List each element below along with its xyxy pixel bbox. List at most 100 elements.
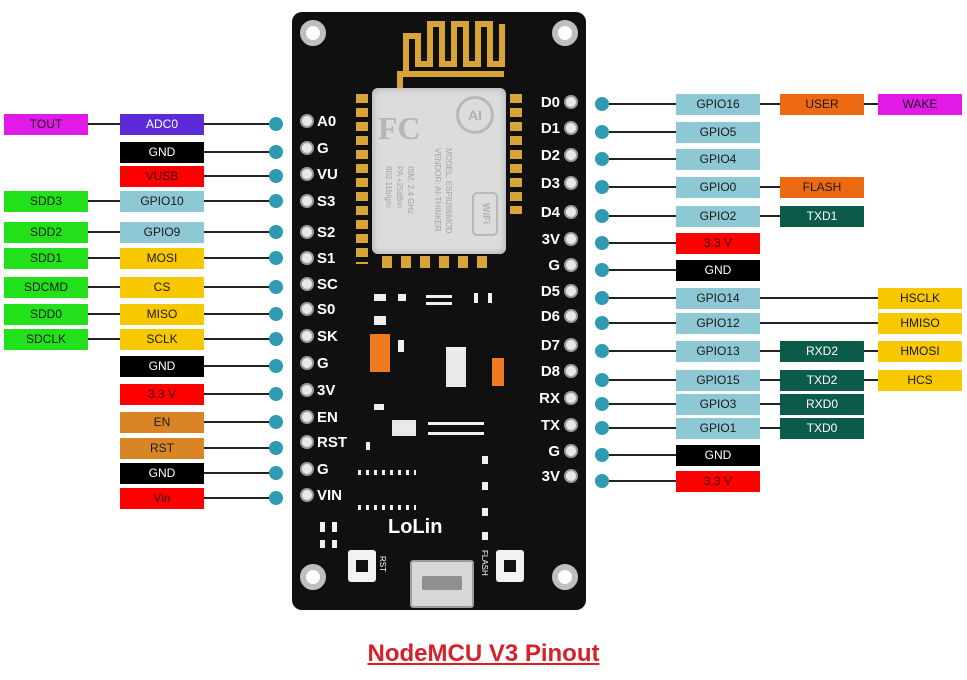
left-inner-label: GND [120,463,204,484]
pin-lead-line [609,379,676,381]
board-pin-right: 3V [542,229,578,251]
right-gpio-label: GPIO12 [676,313,760,334]
pin-pad [564,175,578,190]
board-pin-right: D1 [541,118,578,140]
pin-pad [300,301,314,316]
mounting-hole [552,564,578,590]
right-mid-label: TXD0 [780,418,864,439]
pin-lead-line [609,322,676,324]
label-connector-line [88,123,120,125]
left-outer-label: SDD3 [4,191,88,212]
module-pads-right [510,94,522,214]
pin-connector-dot [269,145,283,159]
orange-capacitor [370,334,390,372]
rst-button-label: RST [378,556,387,572]
pin-pad [564,363,578,378]
pin-lead-line [204,472,270,474]
smd-component [482,456,488,464]
pin-lead-line [609,454,676,456]
mounting-hole [300,564,326,590]
module-std: 802.11b/g/n [384,166,393,208]
pin-lead-line [204,421,270,423]
label-connector-line [864,350,878,352]
board-pin-right: D6 [541,306,578,328]
label-connector-line [760,403,780,405]
right-outer-label: HCS [878,370,962,391]
left-outer-label: SDD0 [4,304,88,325]
pin-pad [300,487,314,502]
board-pin-name: 3V [541,468,560,485]
left-inner-label: VUSB [120,166,204,187]
pin-connector-dot [595,263,609,277]
module-logo: AI [456,96,494,134]
pin-pad [300,250,314,265]
left-inner-label: MOSI [120,248,204,269]
smd-component [482,508,488,516]
pin-lead-line [609,242,676,244]
pin-lead-line [609,427,676,429]
board-pin-right: D0 [541,92,578,114]
pin-pad [300,166,314,181]
label-connector-line [88,338,120,340]
smd-component [482,532,488,540]
left-outer-label: SDCLK [4,329,88,350]
board-pin-name: G [548,257,560,274]
board-pin-right: D7 [541,335,578,357]
module-text-block: MODEL: ESP8266MOD VENDOR: AI-THINKER [432,148,454,298]
label-connector-line [864,379,878,381]
right-gpio-label: GND [676,260,760,281]
board-pin-left: S0 [300,299,335,321]
board-pin-left: S3 [300,191,335,213]
board-pin-name: G [548,443,560,460]
smd-component [374,404,384,410]
pin-lead-line [204,286,270,288]
pin-pad [300,409,314,424]
label-connector-line [88,200,120,202]
right-gpio-label: GPIO5 [676,122,760,143]
board-pin-left: 3V [300,380,335,402]
smd-component [366,442,370,450]
pin-lead-line [609,103,676,105]
right-mid-label: RXD0 [780,394,864,415]
pin-pad [300,461,314,476]
pin-connector-dot [595,291,609,305]
pin-lead-line [204,338,270,340]
esp8266-module: FC AI MODEL: ESP8266MOD VENDOR: AI-THINK… [372,88,506,254]
pin-pad [564,120,578,135]
board-pin-name: A0 [317,113,337,130]
pin-pad [300,276,314,291]
board-pin-name: D2 [540,147,560,164]
smd-component [426,295,452,298]
pin-pad [300,140,314,155]
board-pin-name: 3V [317,382,336,399]
smd-component [358,470,416,475]
pin-lead-line [609,269,676,271]
label-connector-line [760,379,780,381]
right-outer-label: HMOSI [878,341,962,362]
pin-lead-line [609,480,676,482]
pin-connector-dot [595,373,609,387]
left-inner-label: 3.3 V [120,384,204,405]
pin-pad [564,337,578,352]
module-pads-left [356,94,368,264]
left-inner-label: SCLK [120,329,204,350]
board-pin-name: G [317,140,329,157]
board-pin-name: D8 [540,363,560,380]
flash-button[interactable] [496,550,524,582]
smd-component [474,293,478,303]
board-pin-right: G [548,255,578,277]
right-gpio-label: GPIO3 [676,394,760,415]
board-pin-name: VU [317,166,338,183]
board-pin-left: SC [300,274,338,296]
rst-button[interactable] [348,550,376,582]
board-pin-left: SK [300,326,338,348]
board-pin-name: S0 [317,301,336,318]
pin-connector-dot [269,117,283,131]
smd-component [398,340,404,352]
smd-component [428,432,484,435]
pin-connector-dot [269,387,283,401]
fcc-logo: FC [378,110,421,146]
pin-connector-dot [595,344,609,358]
right-mid-label: TXD1 [780,206,864,227]
